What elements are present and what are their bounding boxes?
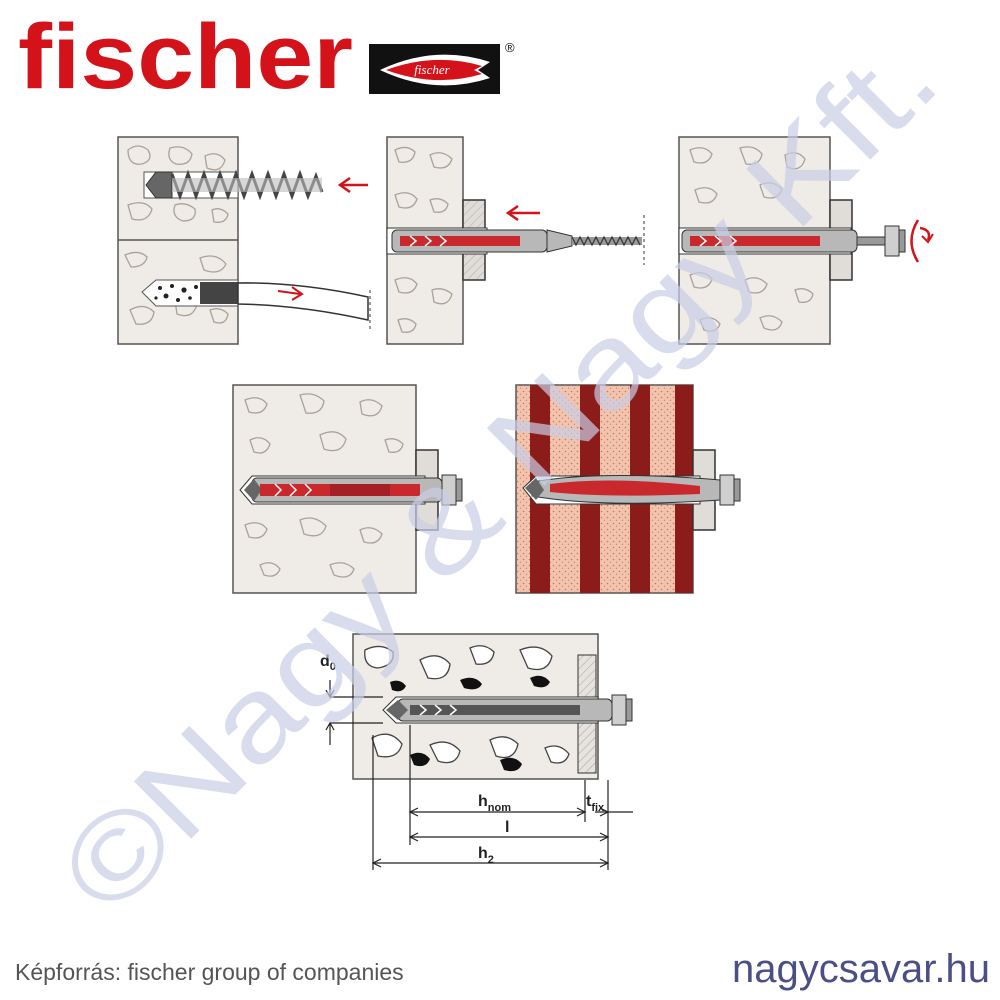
- fischer-wordmark: fischer: [18, 6, 353, 108]
- image-credit: Képforrás: fischer group of companies: [15, 959, 404, 985]
- arrow-right-icon: [277, 286, 304, 301]
- fischer-badge: fischer: [369, 44, 500, 94]
- panel-installed-brick: [515, 384, 741, 594]
- site-url: nagycsavar.hu: [732, 947, 990, 991]
- dim-label-h2: h2: [478, 845, 494, 866]
- drill-bit-icon: [145, 169, 324, 201]
- screw-icon: [571, 235, 642, 247]
- rotate-arrow-icon: [910, 219, 934, 263]
- dim-label-l: l: [505, 819, 509, 836]
- panel-insert-anchor: [386, 136, 645, 345]
- hex-head: [884, 225, 900, 257]
- registered-mark: ®: [505, 40, 515, 55]
- dim-label-tfix: tfix: [586, 793, 605, 814]
- panel-dimensions: d0 hnom tfix l h2: [320, 633, 633, 870]
- fischer-badge-text: fischer: [414, 62, 450, 77]
- arrow-left-icon-2: [505, 204, 540, 222]
- dim-label-hnom: hnom: [478, 793, 511, 814]
- panel-drill-and-clean: [117, 136, 371, 345]
- anchor-sleeve: [391, 229, 573, 253]
- blow-pipe: [237, 282, 369, 321]
- dim-label-d0: d0: [320, 653, 336, 673]
- arrow-left-icon: [337, 176, 368, 194]
- panel-tighten-screw: [678, 136, 934, 345]
- fischer-logo: fischer fischer ®: [18, 6, 515, 108]
- panel-installed-concrete: [232, 384, 463, 594]
